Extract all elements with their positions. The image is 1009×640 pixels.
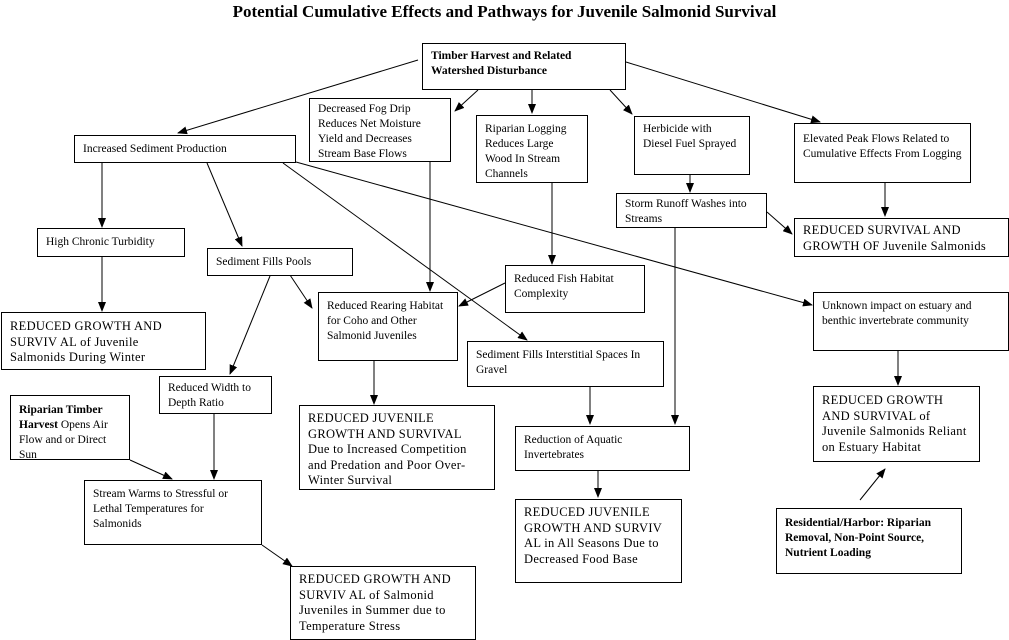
node-turbidity: High Chronic Turbidity (37, 228, 185, 257)
arrow-sediment-to-fillspools (206, 162, 243, 247)
arrow-harvest-to-peakflows (625, 61, 821, 124)
node-winter-growth: REDUCED GROWTH AND SURVIV AL of Juvenile… (1, 312, 206, 370)
node-width-depth: Reduced Width to Depth Ratio (159, 376, 272, 414)
node-residential: Residential/Harbor: Riparian Removal, No… (776, 508, 962, 574)
node-fog-drip: Decreased Fog Drip Reduces Net Moisture … (309, 98, 451, 162)
node-all-seasons: REDUCED JUVENILE GROWTH AND SURVIV AL in… (515, 499, 682, 583)
node-juvenile-competition: REDUCED JUVENILE GROWTH AND SURVIVAL Due… (299, 405, 495, 490)
node-interstitial: Sediment Fills Interstitial Spaces In Gr… (467, 341, 664, 387)
arrow-sediment-to-interstitial (282, 162, 528, 341)
diagram-title: Potential Cumulative Effects and Pathway… (232, 2, 777, 21)
arrow-streamwarms-to-summer (261, 544, 293, 567)
node-herbicide: Herbicide with Diesel Fuel Sprayed (634, 116, 750, 175)
node-rearing-habitat: Reduced Rearing Habitat for Coho and Oth… (318, 292, 458, 361)
arrow-fillspools-to-rearing (289, 274, 313, 309)
arrow-riparian-to-streamwarms (129, 459, 173, 480)
arrow-harvest-to-fogdrip (454, 89, 479, 112)
node-storm-runoff: Storm Runoff Washes into Streams (616, 193, 767, 228)
node-riparian-logging: Riparian Logging Reduces Large Wood In S… (476, 115, 588, 183)
node-habitat-complexity: Reduced Fish Habitat Complexity (505, 265, 645, 313)
node-riparian-timber: Riparian Timber Harvest Opens Air Flow a… (10, 395, 130, 460)
node-aquatic-invertebrates: Reduction of Aquatic Invertebrates (515, 426, 690, 471)
arrow-storm-to-reduced (766, 211, 793, 235)
arrow-sediment-to-estuary (295, 161, 813, 307)
node-summer-growth: REDUCED GROWTH AND SURVIV AL of Salmonid… (290, 566, 476, 640)
node-reduced-survival-growth: REDUCED SURVIVAL AND GROWTH OF Juvenile … (794, 218, 1009, 257)
arrow-complexity-to-rearing (458, 282, 506, 307)
node-timber-harvest: Timber Harvest and Related Watershed Dis… (422, 43, 626, 90)
arrow-harvest-to-sediment (177, 59, 419, 135)
node-fills-pools: Sediment Fills Pools (207, 248, 353, 276)
node-peak-flows: Elevated Peak Flows Related to Cumulativ… (794, 123, 971, 183)
node-estuary-impact: Unknown impact on estuary and benthic in… (813, 292, 1009, 351)
arrow-residential-to-estuarygrowth (859, 468, 886, 501)
arrow-fillspools-to-widthdepth (229, 275, 271, 375)
node-estuary-growth: REDUCED GROWTH AND SURVIVAL of Juvenile … (813, 386, 980, 462)
node-sediment-production: Increased Sediment Production (74, 135, 296, 163)
node-stream-warms: Stream Warms to Stressful or Lethal Temp… (84, 480, 262, 545)
arrow-harvest-to-herbicide (609, 89, 633, 115)
